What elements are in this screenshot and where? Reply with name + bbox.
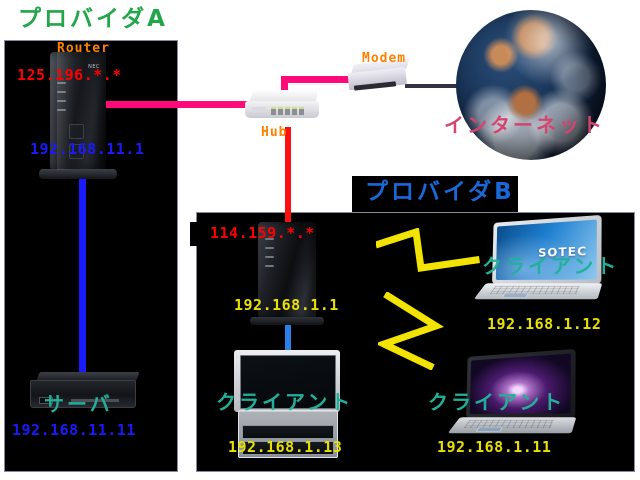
link-modem-to-internet xyxy=(405,84,485,88)
server-front-face xyxy=(30,380,136,408)
provider-b-title: プロバイダB xyxy=(365,179,515,205)
client-tv-pc-tag: クライアント xyxy=(216,390,354,414)
wireless-link-lower-icon xyxy=(378,292,444,370)
wireless-link-upper-icon xyxy=(376,228,480,272)
provider-a-title: プロバイダA xyxy=(18,6,168,32)
router-a-leds xyxy=(57,82,67,118)
server-device[interactable] xyxy=(30,372,140,410)
tv-pc-rack xyxy=(238,410,338,458)
router-b-leds xyxy=(265,238,275,274)
server-usb-port xyxy=(39,397,53,404)
hub-power-led xyxy=(252,107,266,111)
modem-slot xyxy=(353,81,397,91)
hub-name-label: Hub xyxy=(261,125,288,140)
router-a-brand-mark: NEC xyxy=(88,64,100,70)
hub-ports xyxy=(271,107,304,115)
tv-pc-body xyxy=(232,350,344,458)
router-a-stand xyxy=(39,169,117,179)
client-tv-pc[interactable] xyxy=(232,350,344,458)
router-a-lan-ip: 192.168.11.1 xyxy=(30,140,145,158)
hub-body xyxy=(245,90,321,120)
client-laptop-mac-tag: クライアント xyxy=(428,390,566,414)
router-b-wan-ip-backdrop xyxy=(190,222,220,246)
router-a-global-ip: 125.196.*.* xyxy=(17,66,122,84)
server-body xyxy=(30,372,140,410)
router-b-body xyxy=(250,222,324,325)
link-routerb-to-tvclient xyxy=(285,300,291,362)
router-b-device[interactable] xyxy=(250,222,324,325)
globe-sphere xyxy=(456,10,606,160)
hub-device[interactable] xyxy=(245,90,321,120)
router-a-button-upper[interactable] xyxy=(69,124,84,139)
server-tag: サーバ xyxy=(44,392,113,416)
server-optical-drive xyxy=(71,399,119,402)
modem-name-label: Modem xyxy=(362,51,407,66)
link-routera-to-server xyxy=(79,170,86,385)
laptop-mac-trackpad[interactable] xyxy=(475,426,503,432)
tv-pc-screen xyxy=(240,355,336,409)
router-a-body: NEC xyxy=(39,52,117,179)
link-hub-to-routerb xyxy=(285,127,291,237)
internet-globe-image xyxy=(456,10,606,160)
tv-pc-shelf-upper xyxy=(242,425,334,439)
link-routera-to-hub xyxy=(106,101,286,108)
tv-pc-shelf-lower xyxy=(242,441,334,455)
router-a-device[interactable]: NEC xyxy=(39,52,117,179)
client-tv-pc-ip: 192.168.1.13 xyxy=(228,438,343,456)
client-laptop-sotec-tag: クライアント xyxy=(482,254,620,278)
internet-tag: インターネット xyxy=(444,113,605,137)
link-hub-to-modem-horizontal xyxy=(281,76,363,83)
provider-b-title-backdrop xyxy=(352,176,518,212)
router-a-name-label: Router xyxy=(57,41,110,56)
laptop-sotec-base xyxy=(473,283,603,300)
router-b-stand xyxy=(250,317,324,325)
tv-pc-frame xyxy=(234,350,340,412)
client-laptop-sotec-ip: 192.168.1.12 xyxy=(487,315,602,333)
laptop-mac-base xyxy=(447,417,577,434)
client-laptop-mac-ip: 192.168.1.11 xyxy=(437,438,552,456)
server-ip: 192.168.11.11 xyxy=(12,421,136,439)
modem-device[interactable] xyxy=(347,58,410,91)
router-b-global-ip: 114.159.*.* xyxy=(210,224,315,242)
laptop-sotec-trackpad[interactable] xyxy=(501,292,529,298)
router-b-lan-ip: 192.168.1.1 xyxy=(234,296,339,314)
